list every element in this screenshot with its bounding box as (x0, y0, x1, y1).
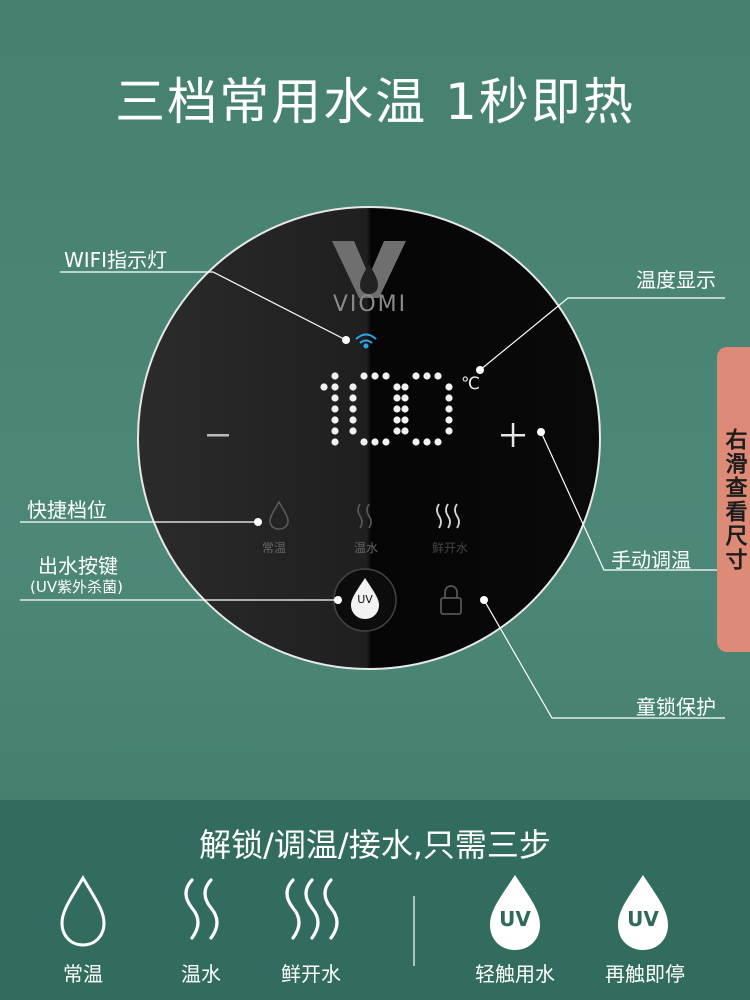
digit-dot (401, 427, 409, 435)
dial-mode-warm: 温水 (354, 541, 379, 555)
digit-dot (393, 427, 401, 435)
digit-dot (401, 394, 409, 402)
brand-name: VIOMI (332, 292, 408, 317)
digit-dot (360, 372, 368, 380)
digit-dot (445, 405, 453, 413)
bottom-title: 解锁/调温/接水,只需三步 (199, 826, 551, 864)
dial-graphics (207, 241, 525, 632)
digit-dot (434, 438, 442, 446)
feature-label-stop: 再触即停 (605, 962, 685, 986)
digit-dot (371, 438, 379, 446)
digit-dot (445, 416, 453, 424)
digit-dot (331, 405, 339, 413)
feature-label-touch: 轻触用水 (475, 962, 555, 986)
digit-dot (331, 438, 339, 446)
digit-dot (331, 372, 339, 380)
uv-button-label: UV (357, 593, 373, 606)
digit-dot (393, 416, 401, 424)
digit-dot (412, 438, 420, 446)
digit-dot (349, 405, 357, 413)
digit-dot (393, 405, 401, 413)
digit-dot (320, 383, 328, 391)
callout-temp-display: 温度显示 (636, 268, 716, 292)
digit-dot (434, 372, 442, 380)
digit-dot (445, 427, 453, 435)
digit-dot (331, 427, 339, 435)
minus-icon (207, 434, 229, 437)
digit-dot (349, 394, 357, 402)
callout-quick-gear: 快捷档位 (27, 498, 107, 522)
temperature-unit: ℃ (461, 374, 481, 394)
callout-manual-temp: 手动调温 (611, 548, 691, 572)
digit-dot (401, 416, 409, 424)
digit-dot (393, 383, 401, 391)
control-panel-dial: 常温 温水 鲜开水 UV VIOMI ℃ (137, 206, 601, 670)
drop-mode-icon (269, 500, 289, 530)
digit-dot (445, 394, 453, 402)
digit-dot (382, 438, 390, 446)
wave-2-mode-icon (357, 503, 372, 529)
feature-label-boil: 鲜开水 (281, 962, 341, 986)
dial-mode-normal: 常温 (262, 541, 287, 555)
uv-badge-touch: UV (499, 907, 531, 931)
digit-dot (331, 394, 339, 402)
digit-dot (371, 372, 379, 380)
size-side-tab[interactable]: 右滑查看尺寸 (717, 347, 750, 652)
side-tab-label: 右滑查看尺寸 (721, 427, 747, 572)
lock-icon (440, 585, 462, 615)
callout-outlet-note: (UV紫外杀菌) (30, 578, 123, 596)
feature-label-normal: 常温 (63, 962, 103, 986)
uv-outlet-button-icon (333, 568, 397, 632)
wave-3-mode-icon (436, 503, 460, 529)
digit-dot (349, 416, 357, 424)
digit-dot (401, 383, 409, 391)
plus-icon (501, 423, 525, 447)
digit-dot (331, 383, 339, 391)
digit-dot (349, 383, 357, 391)
digit-dot (401, 405, 409, 413)
callout-wifi: WIFI指示灯 (64, 248, 168, 272)
viomi-logo-icon (332, 241, 406, 298)
wifi-icon (355, 333, 377, 349)
page-title: 三档常用水温 1秒即热 (115, 73, 635, 131)
feature-label-warm: 温水 (181, 962, 221, 986)
digit-dot (360, 438, 368, 446)
callout-outlet-key: 出水按键 (38, 554, 118, 578)
digit-dot (349, 427, 357, 435)
digit-dot (423, 372, 431, 380)
callout-child-lock: 童锁保护 (636, 695, 716, 719)
digit-dot (412, 372, 420, 380)
digit-dot (423, 438, 431, 446)
temperature-digits (320, 372, 453, 446)
digit-dot (393, 394, 401, 402)
dial-mode-boil: 鲜开水 (432, 541, 469, 555)
digit-dot (445, 383, 453, 391)
uv-badge-stop: UV (627, 907, 659, 931)
digit-dot (331, 416, 339, 424)
digit-dot (382, 372, 390, 380)
